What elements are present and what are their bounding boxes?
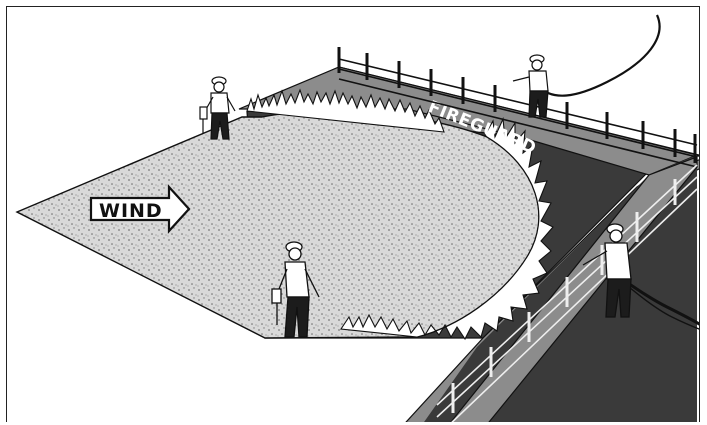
prescribed-burn-illustration: FIREGUARD WIND — [7, 7, 700, 422]
hose-icon — [537, 15, 660, 96]
torch-icon — [272, 289, 281, 303]
wind-label: WIND — [99, 200, 163, 222]
illustration-frame: FIREGUARD WIND — [6, 6, 700, 422]
unburned-field — [17, 111, 539, 338]
torch-icon — [200, 107, 207, 119]
person-hose-back — [513, 55, 548, 117]
